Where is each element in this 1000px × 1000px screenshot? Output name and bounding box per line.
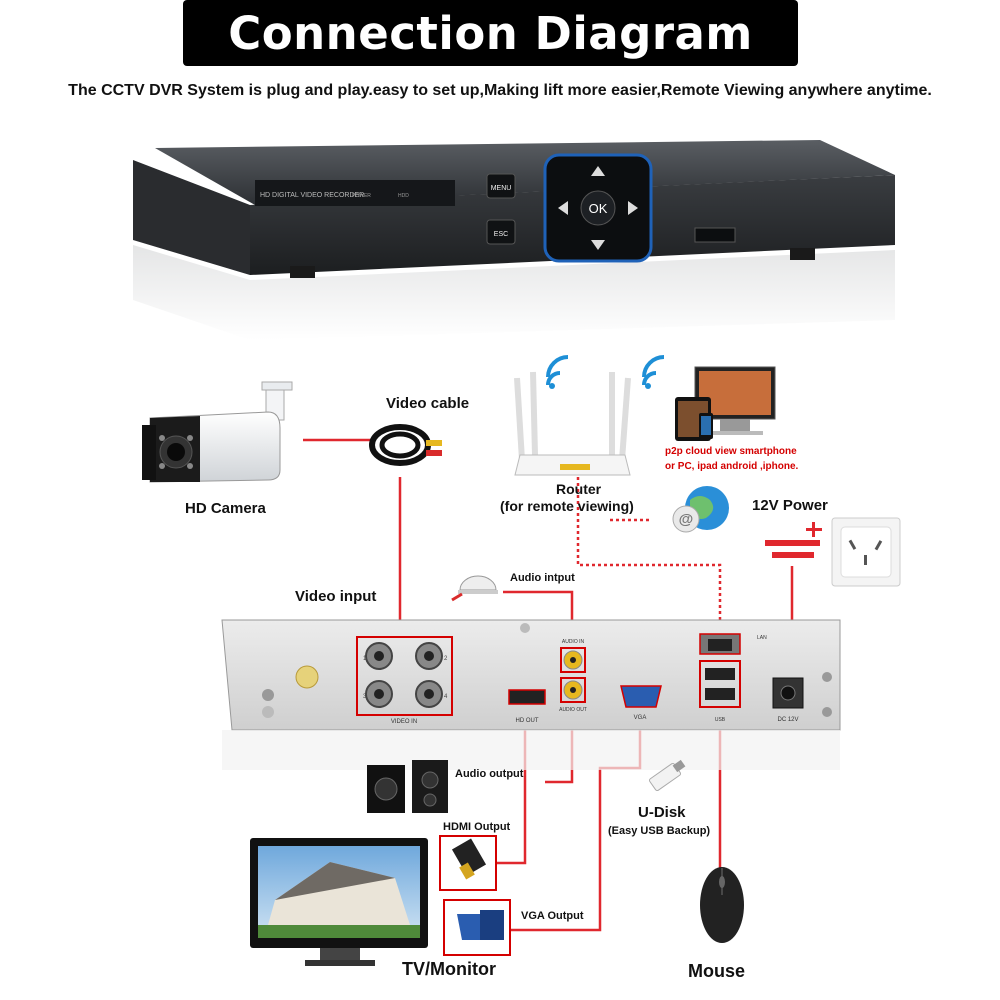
hd-camera-label: HD Camera bbox=[185, 500, 266, 517]
hd-out-port-label: HD OUT bbox=[516, 718, 539, 724]
bnc-number-2: 2 bbox=[444, 656, 448, 662]
wifi-icon-2 bbox=[642, 371, 657, 386]
vga-port-label: VGA bbox=[634, 715, 647, 721]
dc-power-symbol bbox=[765, 522, 822, 558]
tv-monitor-label: TV/Monitor bbox=[402, 959, 496, 979]
dvr-front-unit: HD DIGITAL VIDEO RECORDER POWER HDD MENU… bbox=[133, 140, 895, 340]
dvr-front-label: HD DIGITAL VIDEO RECORDER bbox=[260, 192, 364, 199]
mouse-label: Mouse bbox=[688, 961, 746, 981]
down-arrow-icon bbox=[591, 240, 605, 250]
u-disk-label: U-Disk bbox=[638, 804, 686, 821]
power-12v-label: 12V Power bbox=[752, 497, 828, 514]
speakers bbox=[367, 760, 448, 813]
router bbox=[514, 355, 665, 476]
bnc-number-4: 4 bbox=[444, 694, 448, 700]
vga-port bbox=[620, 685, 662, 708]
wifi-icon bbox=[546, 371, 561, 386]
ok-button[interactable] bbox=[580, 190, 616, 226]
svg-text:@: @ bbox=[679, 511, 694, 528]
audio-out-port-label: AUDIO OUT bbox=[559, 707, 587, 713]
page-title: Connection Diagram bbox=[183, 0, 798, 66]
router-label: Router bbox=[556, 481, 602, 497]
hdmi-output-label: HDMI Output bbox=[443, 821, 511, 833]
usb-port-1 bbox=[705, 668, 735, 680]
hd-camera bbox=[142, 381, 293, 483]
usb-port-2 bbox=[705, 688, 735, 700]
video-cable-label: Video cable bbox=[386, 395, 470, 412]
hdmi-connector bbox=[439, 835, 497, 891]
menu-button[interactable] bbox=[486, 173, 516, 199]
hdmi-port bbox=[508, 689, 546, 705]
p2p-label-2: or PC, ipad android ,iphone. bbox=[665, 461, 799, 472]
tv-monitor bbox=[250, 838, 428, 966]
left-arrow-icon bbox=[558, 201, 568, 215]
audio-input-label: Audio intput bbox=[510, 572, 575, 584]
esc-button[interactable] bbox=[486, 219, 516, 245]
esc-button-label: ESC bbox=[494, 231, 508, 238]
audio-in-port-label: AUDIO IN bbox=[562, 639, 585, 645]
audio-output-label: Audio output bbox=[455, 768, 524, 780]
ok-button-label: OK bbox=[589, 201, 608, 216]
router-sub-label: (for remote viewing) bbox=[500, 498, 634, 514]
video-in-port-label: VIDEO IN bbox=[391, 719, 417, 725]
remote-devices bbox=[675, 366, 776, 441]
bnc-number-1: 1 bbox=[363, 656, 367, 662]
vga-connector bbox=[443, 899, 511, 956]
page-subtitle: The CCTV DVR System is plug and play.eas… bbox=[68, 82, 932, 99]
wall-outlet bbox=[831, 517, 901, 587]
dvr-rear-panel: 1 2 3 4 VIDEO IN AUDIO IN AUDIO OUT HD O… bbox=[221, 619, 841, 770]
bnc-connectors bbox=[365, 642, 443, 708]
dvr-power-label: POWER bbox=[352, 193, 371, 199]
right-arrow-icon bbox=[628, 201, 638, 215]
dvr-hdd-label: HDD bbox=[398, 193, 409, 199]
front-usb-port bbox=[694, 227, 736, 243]
video-input-label: Video input bbox=[295, 588, 377, 605]
vga-output-label: VGA Output bbox=[521, 910, 584, 922]
microphone bbox=[451, 575, 498, 602]
video-input-highlight bbox=[356, 636, 453, 716]
u-disk-sub-label: (Easy USB Backup) bbox=[608, 825, 711, 837]
usb-port-label: USB bbox=[715, 717, 726, 723]
internet-globe-icon: @ bbox=[672, 486, 729, 533]
p2p-label-1: p2p cloud view smartphone bbox=[665, 446, 797, 457]
menu-button-label: MENU bbox=[491, 185, 512, 192]
up-arrow-icon bbox=[591, 166, 605, 176]
video-cable bbox=[369, 424, 442, 466]
lan-port-label: LAN bbox=[757, 635, 767, 641]
dc-port-label: DC 12V bbox=[777, 717, 798, 723]
u-disk bbox=[648, 759, 686, 792]
bnc-number-3: 3 bbox=[363, 694, 367, 700]
mouse bbox=[700, 858, 744, 943]
